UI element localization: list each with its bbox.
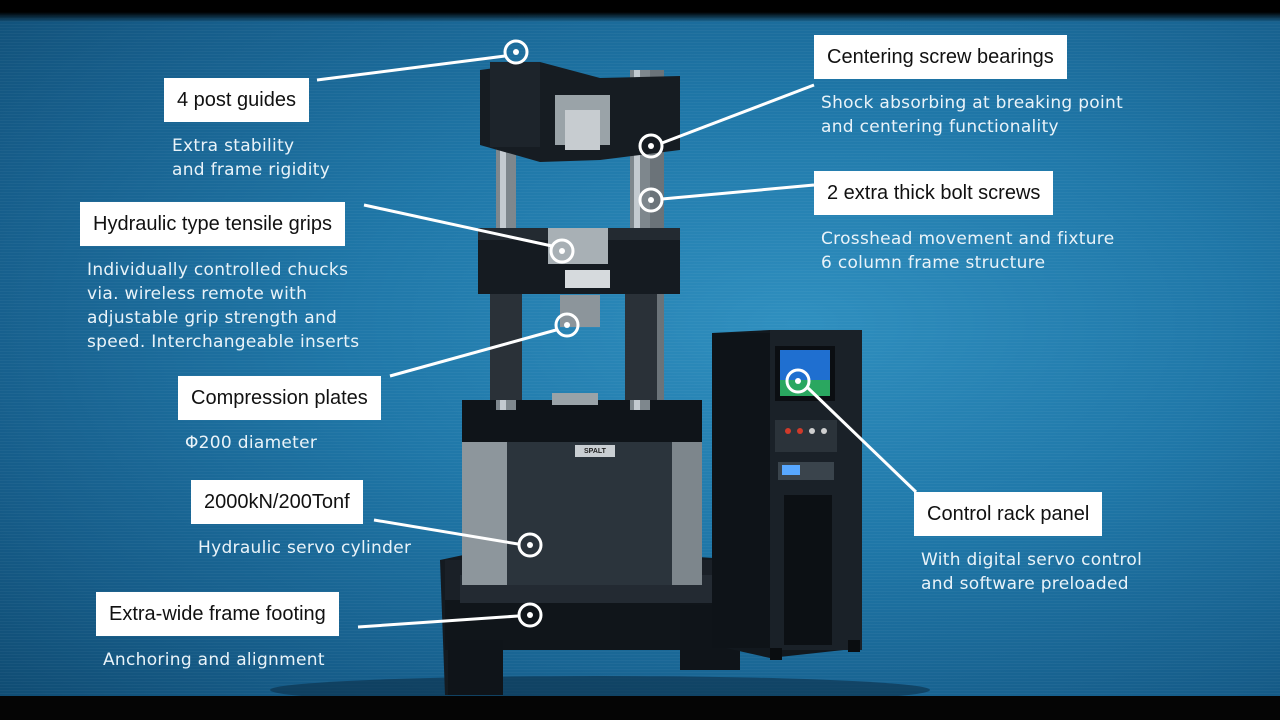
bottom-letterbox xyxy=(0,696,1280,720)
tensile-grips-marker-icon xyxy=(549,238,575,264)
tensile-grips-leader-line xyxy=(363,203,553,248)
control-rack-label: Control rack panel xyxy=(914,492,1103,536)
capacity-marker-icon xyxy=(517,532,543,558)
post-guides-leader-line xyxy=(316,54,506,82)
cylinder-housing-shape xyxy=(462,393,702,585)
screw-bearings-label: Centering screw bearings xyxy=(814,35,1067,79)
capacity-leader-line xyxy=(373,518,519,546)
bolt-screws-leader-line xyxy=(661,183,815,201)
frame-footing-marker-icon xyxy=(517,602,543,628)
machine-brand-label: SPALT xyxy=(584,448,607,455)
bolt-screws-marker-icon xyxy=(638,187,664,213)
compression-plates-label: Compression plates xyxy=(178,376,381,420)
tensile-grips-label: Hydraulic type tensile grips xyxy=(80,202,345,246)
top-crosshead-shape xyxy=(480,62,680,162)
capacity-label: 2000kN/200Tonf xyxy=(191,480,363,524)
frame-footing-description: Anchoring and alignment xyxy=(103,650,325,670)
screw-bearings-leader-line xyxy=(661,83,815,145)
compression-plates-description: Φ200 diameter xyxy=(185,433,318,453)
top-letterbox xyxy=(0,0,1280,22)
compression-plates-leader-line xyxy=(389,328,557,378)
capacity-description: Hydraulic servo cylinder xyxy=(198,538,412,558)
bolt-screws-label: 2 extra thick bolt screws xyxy=(814,171,1054,215)
frame-footing-leader-line xyxy=(357,614,519,629)
frame-footing-label: Extra-wide frame footing xyxy=(96,592,339,636)
post-guides-marker-icon xyxy=(503,39,529,65)
post-guides-label: 4 post guides xyxy=(164,78,309,122)
control-rack-leader-line xyxy=(806,386,918,494)
compression-plates-marker-icon xyxy=(554,312,580,338)
screw-bearings-marker-icon xyxy=(638,133,664,159)
control-rack-marker-icon xyxy=(785,368,811,394)
middle-crosshead-shape xyxy=(478,228,680,327)
